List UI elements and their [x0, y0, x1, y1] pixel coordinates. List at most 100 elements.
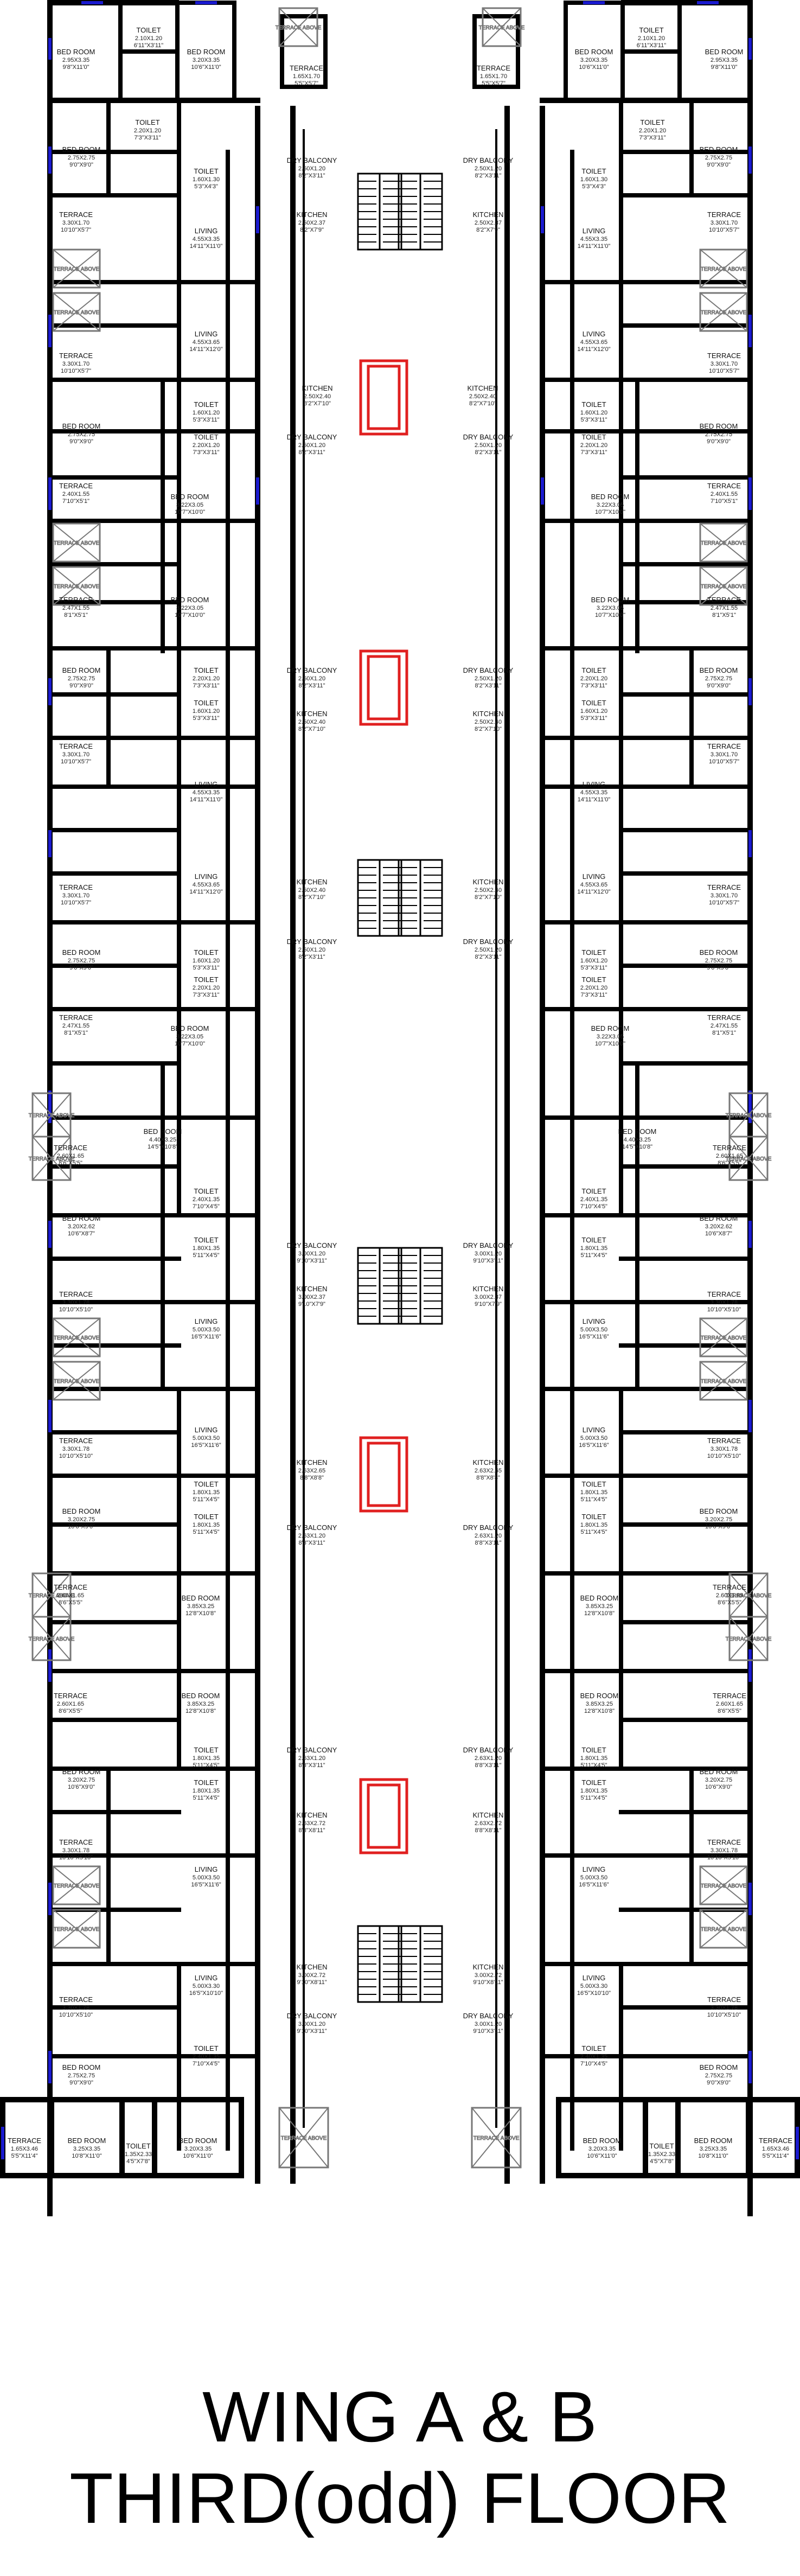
room-dimension-ft: 8'2"X3'11" [298, 683, 325, 689]
room-dimension: 2.60X1.65 [716, 1592, 743, 1599]
room-name: BED ROOM [575, 48, 613, 56]
terrace-above-label: TERRACE ABOVE [54, 266, 100, 272]
room-dimension-ft: 10'10"X5'7" [61, 227, 91, 233]
room-name: TOILET [194, 1746, 218, 1754]
room-dimension-ft: 9'0"X9'0" [707, 438, 731, 445]
room-dimension-ft: 8'1"X5'1" [64, 1030, 88, 1036]
room-dimension-ft: 12'8"X10'8" [185, 1610, 216, 1617]
room-name: TERRACE [707, 211, 741, 219]
room-dimension: 3.22X3.05 [597, 502, 624, 508]
room-name: KITCHEN [296, 211, 327, 219]
room-name: DRY BALCONY [463, 666, 514, 674]
terrace-above-label: TERRACE ABOVE [54, 1883, 100, 1889]
room-dimension-ft: 5'11"X4'5" [580, 1496, 607, 1503]
room-dimension: 1.65X3.46 [11, 2146, 38, 2152]
room-dimension: 5.00X3.30 [193, 1983, 220, 1990]
room-dimension-ft: 5'3"X3'11" [193, 965, 219, 971]
room-name: TERRACE [59, 211, 93, 219]
terrace-above-void: TERRACE ABOVE [52, 248, 101, 289]
room-dimension: 4.40X3.25 [149, 1137, 176, 1143]
room-dimension-ft: 5'5"X11'4" [11, 2153, 37, 2159]
terrace-above-void: TERRACE ABOVE [725, 1136, 772, 1181]
terrace-above-void: TERRACE ABOVE [699, 566, 748, 606]
room-name: LIVING [195, 1317, 218, 1325]
lift-shaft [359, 1778, 408, 1854]
terrace-above-label: TERRACE ABOVE [54, 310, 100, 316]
room-name: KITCHEN [296, 878, 327, 886]
terrace-above-void: TERRACE ABOVE [28, 1616, 75, 1661]
room-dimension-ft: 8'2"X7'10" [304, 400, 331, 407]
room-name: BED ROOM [583, 2137, 622, 2145]
room-name: LIVING [583, 1317, 606, 1325]
room-dimension-ft: 10'7"X10'0" [175, 509, 205, 515]
staircases [357, 173, 443, 2003]
room-name: TERRACE [707, 742, 741, 750]
room-dimension-ft: 5'11"X4'5" [193, 1529, 219, 1535]
room-name: TOILET [581, 1513, 606, 1521]
room-name: BED ROOM [62, 1768, 101, 1776]
terrace-above-void: TERRACE ABOVE [28, 1136, 75, 1181]
room-dimension-ft: 9'0"X9'0" [69, 2080, 93, 2086]
room-name: TERRACE [59, 883, 93, 891]
room-name: TERRACE [54, 1144, 87, 1152]
room-dimension-ft: 9'0"X9'0" [707, 683, 731, 689]
room-dimension: 1.35X2.33 [125, 2151, 152, 2158]
room-dimension-ft: 10'10"X5'10" [707, 2012, 741, 2018]
terrace-above-label: TERRACE ABOVE [726, 1636, 772, 1642]
room-dimension-ft: 16'5"X10'10" [189, 1990, 223, 1997]
room-dimension-ft: 8'2"X3'11" [475, 449, 501, 456]
room-dimension-ft: 10'10"X5'7" [709, 900, 739, 906]
terrace-above-void: TERRACE ABOVE [699, 248, 748, 289]
terrace-above-void: TERRACE ABOVE [699, 1909, 748, 1949]
room-name: BED ROOM [62, 145, 101, 154]
terrace-above-void: TERRACE ABOVE [478, 7, 525, 47]
terrace-above-void: TERRACE ABOVE [52, 1317, 101, 1357]
room-dimension: 5.00X3.50 [580, 1327, 607, 1333]
room-dimension: 5.00X3.50 [193, 1874, 220, 1881]
room-dimension-ft: 8'8"X8'11" [475, 1827, 501, 1834]
room-name: TERRACE [59, 1290, 93, 1298]
room-dimension-ft: 7'3"X3'11" [639, 135, 665, 141]
room-name: TOILET [194, 433, 218, 441]
room-dimension-ft: 10'10"X5'7" [61, 758, 91, 765]
room-name: KITCHEN [467, 384, 498, 392]
terrace-above-void: TERRACE ABOVE [699, 1865, 748, 1905]
terrace-above-void: TERRACE ABOVE [52, 1361, 101, 1401]
room-dimension-ft: 10'7"X10'0" [595, 509, 625, 515]
room-name: BED ROOM [62, 948, 101, 957]
room-dimension: 5.00X3.50 [193, 1435, 220, 1442]
room-dimension-ft: 10'10"X5'10" [59, 2012, 93, 2018]
room-dimension: 3.22X3.05 [597, 605, 624, 611]
room-dimension-ft: 6'11"X3'11" [637, 42, 667, 49]
room-dimension: 2.60X1.65 [716, 1701, 743, 1707]
